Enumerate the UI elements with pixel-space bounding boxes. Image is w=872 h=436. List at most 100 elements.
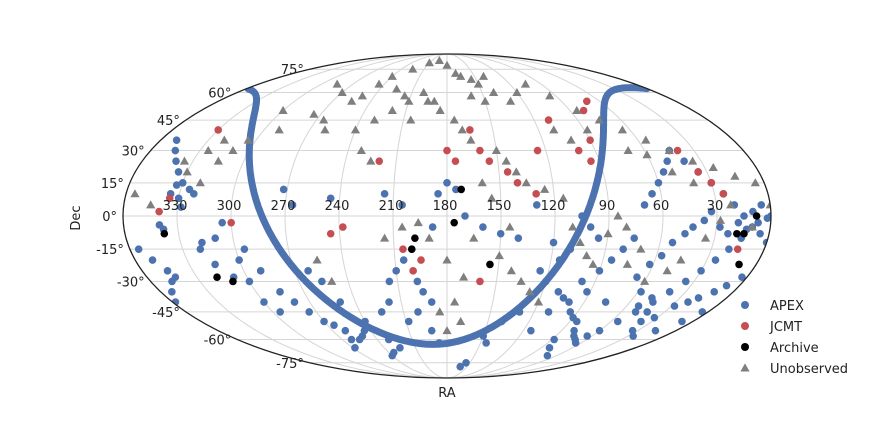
point-unobserved [487,193,497,202]
point-jcmt [451,157,460,165]
point-unobserved [435,307,445,316]
point-archive [450,218,458,227]
legend-marker [741,343,749,351]
point-unobserved [424,233,434,242]
point-archive [740,229,748,238]
point-apex [347,335,356,344]
point-unobserved [512,87,522,96]
point-unobserved [521,178,531,187]
point-apex [235,256,243,264]
point-apex [171,146,180,155]
point-apex [578,277,586,286]
x-tick-label: 30 [707,199,724,214]
point-apex [710,288,719,296]
point-apex [360,326,369,335]
point-jcmt [214,126,223,134]
point-unobserved [442,60,452,69]
point-apex [754,218,762,227]
x-axis-label: RA [438,386,456,401]
point-unobserved [404,96,414,105]
y-tick-label: 0° [102,210,117,225]
y-tick-label: 60° [208,86,231,101]
point-unobserved [347,96,357,105]
point-apex [399,256,408,264]
x-tick-label: 210 [379,199,404,214]
point-unobserved [213,156,223,165]
point-jcmt [165,194,174,203]
point-apex [716,223,724,231]
point-apex [757,201,766,209]
point-unobserved [575,237,585,247]
point-jcmt [443,146,451,155]
point-apex [633,273,641,282]
point-unobserved [558,193,568,202]
point-unobserved [687,156,698,165]
point-apex [336,298,345,306]
point-unobserved [623,145,633,155]
point-apex [554,288,563,296]
point-apex [404,317,413,326]
x-tick-label: 270 [271,199,296,214]
point-apex [634,302,643,310]
point-unobserved [408,64,418,73]
point-apex [443,179,451,187]
point-apex [665,288,674,296]
point-unobserved [730,171,740,180]
x-tick-label: 120 [541,199,566,214]
point-unobserved [466,135,476,144]
point-unobserved [379,233,390,242]
point-apex [595,267,604,275]
point-apex [392,267,400,275]
point-apex [380,190,389,198]
point-apex [559,294,568,302]
point-apex [134,245,143,253]
point-apex [544,308,553,316]
point-jcmt [466,126,474,134]
point-unobserved [435,105,445,114]
point-apex [659,168,668,176]
point-apex [536,267,544,275]
point-unobserved [369,115,380,124]
point-apex [595,326,604,335]
point-apex [532,201,541,209]
point-apex [304,267,312,275]
point-unobserved [434,55,444,65]
point-apex [543,351,552,360]
point-jcmt [707,179,716,187]
grid-meridian [230,53,448,379]
point-unobserved [715,215,726,224]
point-apex [361,317,369,326]
point-jcmt [533,146,542,155]
point-unobserved [568,222,578,231]
point-apex [260,298,268,306]
point-archive [229,277,237,286]
point-jcmt [694,168,702,176]
x-tick-label: 150 [487,199,512,214]
point-apex [385,298,393,306]
point-apex [435,339,443,347]
point-apex [279,185,288,194]
point-apex [414,308,422,316]
point-unobserved [494,251,504,260]
point-unobserved [450,297,460,306]
point-unobserved [274,125,284,134]
point-apex [497,317,506,326]
point-apex [172,181,181,189]
point-archive [457,185,466,194]
point-unobserved [203,145,213,155]
point-apex [318,277,326,286]
point-unobserved [511,167,521,176]
point-jcmt [476,277,484,286]
grid-meridian [338,53,448,379]
point-apex [276,288,284,296]
point-archive [752,212,761,220]
point-apex [738,273,746,282]
point-apex [452,185,460,194]
point-jcmt [503,168,512,176]
point-unobserved [182,167,192,176]
point-apex [740,212,748,220]
point-unobserved [664,145,674,155]
point-unobserved [639,276,650,285]
point-apex [724,229,732,238]
point-apex [648,190,656,198]
